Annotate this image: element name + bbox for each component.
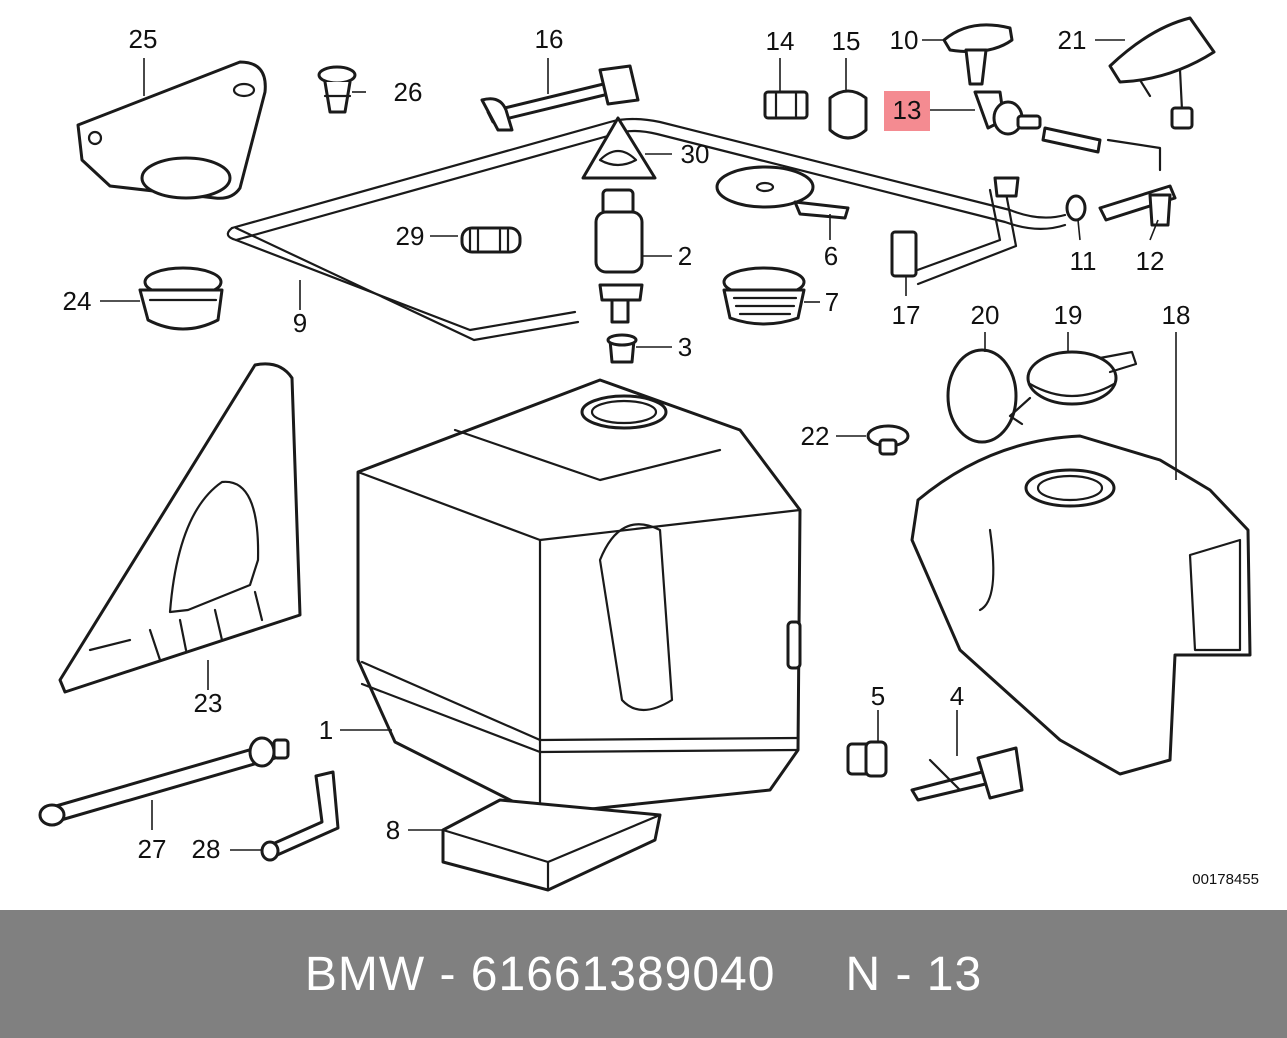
callout-2: 2 <box>678 241 692 271</box>
part-triangle-bracket <box>58 362 302 694</box>
part-nozzle-bracket <box>890 176 1020 286</box>
part-tank-cap <box>1008 350 1138 426</box>
part-grommet <box>606 333 638 364</box>
callout-21: 21 <box>1058 25 1087 55</box>
callout-19: 19 <box>1054 300 1083 330</box>
callout-27: 27 <box>138 834 167 864</box>
highlight-marker <box>884 91 930 131</box>
part-number: 61661389040 <box>470 947 776 1001</box>
part-clip-cap <box>828 89 868 140</box>
banner-separator: - <box>439 947 457 1001</box>
callout-29: 29 <box>396 221 425 251</box>
callout-28: 28 <box>192 834 221 864</box>
callout-25: 25 <box>129 24 158 54</box>
callout-17: 17 <box>892 300 921 330</box>
callout-14: 14 <box>766 26 795 56</box>
part-elbow-connector <box>260 770 340 862</box>
part-seal <box>846 740 888 778</box>
part-hose-clamp <box>1065 194 1087 222</box>
callout-22: 22 <box>801 421 830 451</box>
callout-16: 16 <box>535 24 564 54</box>
callout-6: 6 <box>824 241 838 271</box>
callout-7: 7 <box>825 287 839 317</box>
part-hose-clip <box>480 64 640 132</box>
callout-24: 24 <box>63 286 92 316</box>
part-second-tank <box>910 434 1252 776</box>
part-strainer <box>722 266 806 326</box>
callout-23: 23 <box>194 688 223 718</box>
callout-12: 12 <box>1136 246 1165 276</box>
diagram-svg: 25 26 16 14 15 10 21 13 30 29 24 9 2 3 6… <box>38 16 1259 892</box>
callout-15: 15 <box>832 26 861 56</box>
part-plug <box>866 424 910 456</box>
part-bracket <box>76 60 267 200</box>
callout-11: 11 <box>1070 246 1097 276</box>
callout-30: 30 <box>681 139 710 169</box>
part-hose-segment <box>1041 126 1162 172</box>
callout-20: 20 <box>971 300 1000 330</box>
callout-5: 5 <box>871 681 885 711</box>
part-cover-disc <box>946 348 1018 444</box>
leader-lines <box>100 39 1177 851</box>
part-number-banner: BMW - 61661389040 N - 13 <box>0 910 1287 1038</box>
callout-9: 9 <box>293 308 307 338</box>
position-label: N - 13 <box>845 947 983 1001</box>
part-nozzle-2 <box>1108 16 1216 130</box>
parts-diagram: 25 26 16 14 15 10 21 13 30 29 24 9 2 3 6… <box>38 16 1259 892</box>
callout-26: 26 <box>394 77 423 107</box>
part-nozzle <box>942 23 1014 86</box>
drawing-number: 00178455 <box>1192 871 1259 888</box>
callout-18: 18 <box>1162 300 1191 330</box>
part-spring <box>460 226 522 254</box>
callout-1: 1 <box>319 715 333 745</box>
part-float <box>715 165 850 220</box>
part-level-sensor <box>910 746 1024 802</box>
callout-10: 10 <box>890 25 919 55</box>
part-hose-line <box>226 117 1067 342</box>
part-washer-tank <box>356 378 802 817</box>
callout-4: 4 <box>950 681 964 711</box>
callout-13: 13 <box>893 95 922 125</box>
part-pump <box>594 188 644 324</box>
part-clip <box>317 65 357 114</box>
part-warning-label <box>581 116 657 180</box>
brand-label: BMW <box>304 947 426 1001</box>
part-elbow <box>1098 184 1177 227</box>
callout-3: 3 <box>678 332 692 362</box>
callout-8: 8 <box>386 815 400 845</box>
part-pad <box>441 798 662 892</box>
part-clip-small <box>763 90 809 120</box>
part-rod <box>38 736 290 827</box>
part-check-valve <box>973 90 1042 136</box>
part-filler-cap <box>138 266 224 331</box>
callout-labels: 25 26 16 14 15 10 21 13 30 29 24 9 2 3 6… <box>63 24 1191 864</box>
